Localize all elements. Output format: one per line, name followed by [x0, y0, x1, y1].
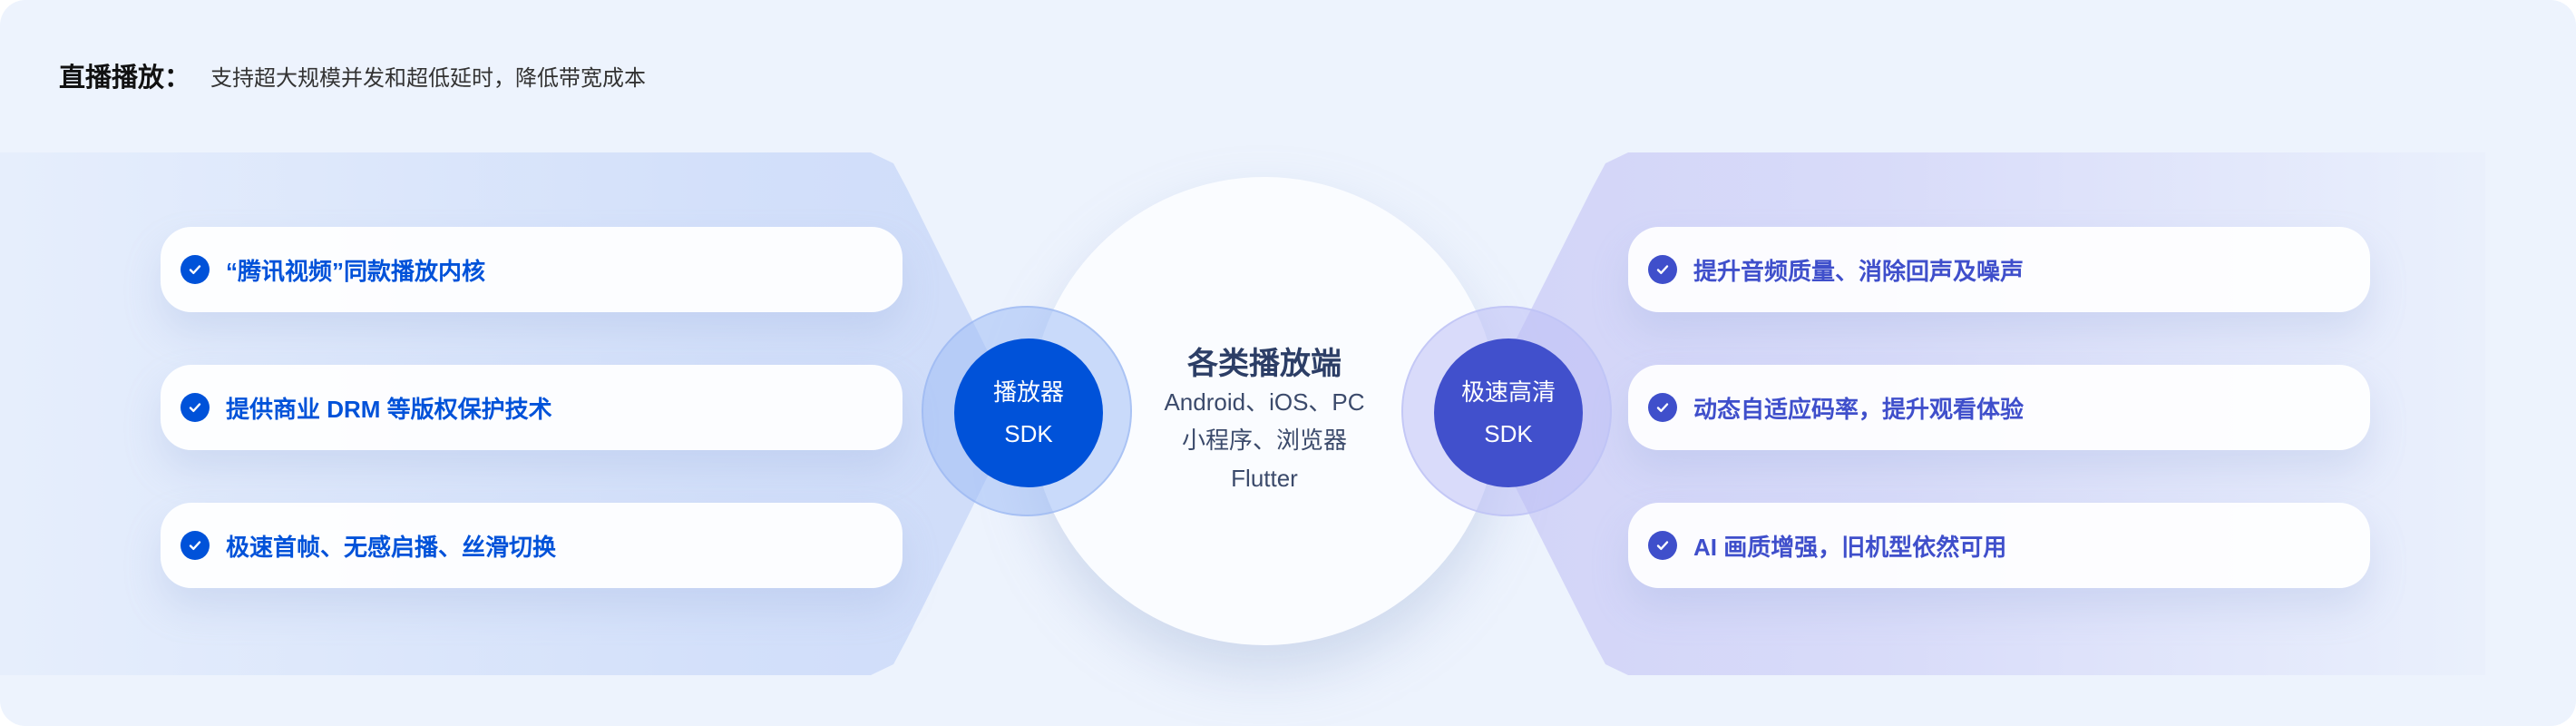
feature-text: 提供商业 DRM 等版权保护技术	[226, 395, 552, 423]
check-icon	[181, 393, 210, 422]
platforms-line: 小程序、浏览器	[1181, 427, 1347, 454]
check-icon	[1648, 255, 1677, 284]
check-icon	[181, 531, 210, 560]
feature-text: 提升音频质量、消除回声及噪声	[1693, 257, 2025, 285]
hd-sdk-node: 极速高清 SDK	[1401, 306, 1612, 516]
hd-sdk-suffix: SDK	[1484, 420, 1533, 447]
check-icon	[1648, 393, 1677, 422]
check-icon	[1648, 531, 1677, 560]
feature-card: 极速首帧、无感启播、丝滑切换	[161, 503, 903, 588]
feature-text: 动态自适应码率，提升观看体验	[1693, 395, 2025, 423]
platforms-line: Android、iOS、PC	[1164, 388, 1365, 416]
feature-card: 提供商业 DRM 等版权保护技术	[161, 365, 903, 450]
player-sdk-suffix: SDK	[1004, 420, 1053, 447]
check-icon	[181, 255, 210, 284]
section-title: 直播播放：	[59, 64, 191, 93]
feature-text: 极速首帧、无感启播、丝滑切换	[226, 533, 557, 561]
player-sdk-label: 播放器	[992, 378, 1064, 406]
player-sdk-node: 播放器 SDK	[922, 306, 1132, 516]
platforms-line: Flutter	[1231, 465, 1298, 492]
hd-sdk-label: 极速高清	[1460, 378, 1556, 406]
feature-card: 提升音频质量、消除回声及噪声	[1628, 227, 2370, 312]
feature-card: 动态自适应码率，提升观看体验	[1628, 365, 2370, 450]
feature-text: “腾讯视频”同款播放内核	[226, 257, 486, 285]
feature-card: AI 画质增强，旧机型依然可用	[1628, 503, 2370, 588]
section-subtitle: 支持超大规模并发和超低延时，降低带宽成本	[210, 66, 646, 91]
feature-text: AI 画质增强，旧机型依然可用	[1693, 533, 2007, 561]
feature-card: “腾讯视频”同款播放内核	[161, 227, 903, 312]
platforms-title: 各类播放端	[1187, 347, 1342, 381]
